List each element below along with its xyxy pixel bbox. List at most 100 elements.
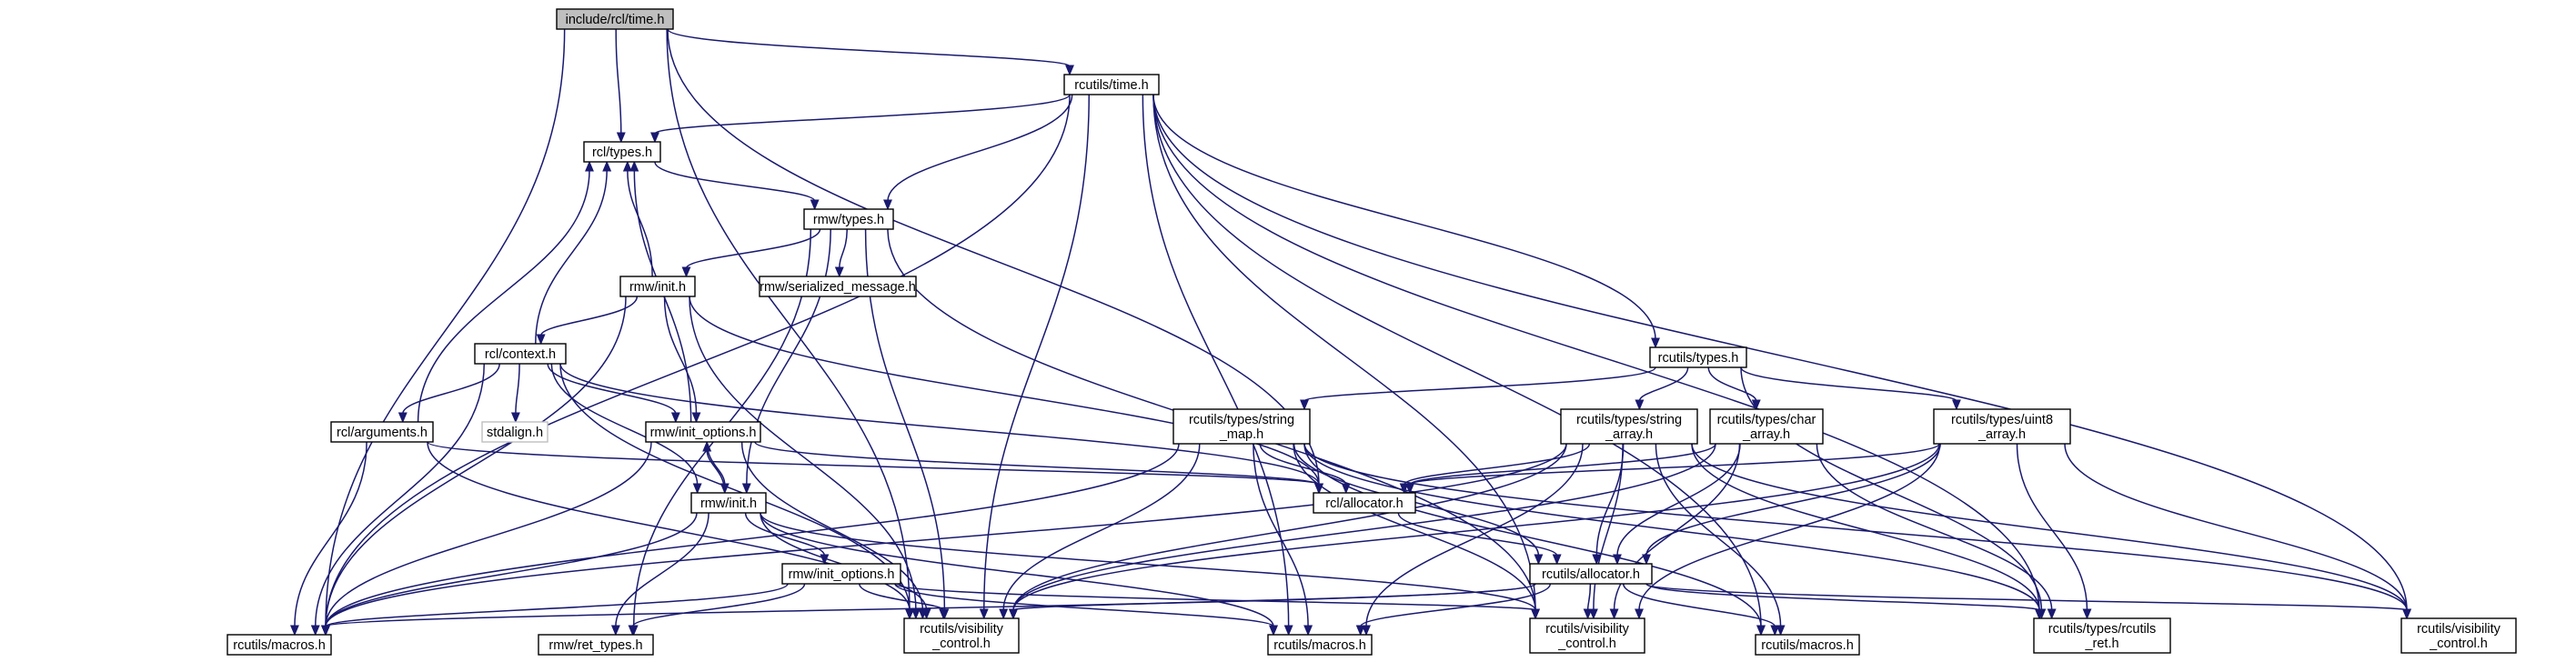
node-rcutils-types[interactable]: rcutils/types.h <box>1649 346 1747 368</box>
edge-line <box>402 363 500 415</box>
edge-line <box>427 441 1320 486</box>
edge-rmw_init-to-rcl_types <box>622 160 653 277</box>
edge-rcl_context-to-rcl_types <box>535 160 612 345</box>
edge-rcutils_types-to-char_array <box>1707 366 1761 411</box>
node-box <box>1313 492 1416 514</box>
node-rcutils-vis-c[interactable]: rcutils/visibility_control.h <box>1529 617 1645 654</box>
edge-arrowhead <box>1651 337 1660 349</box>
edge-line <box>1259 443 1347 486</box>
node-rcutils-macros-r[interactable]: rcutils/macros.h <box>1755 634 1860 656</box>
edge-line <box>1613 443 1741 611</box>
edge-line <box>1409 443 1716 486</box>
edge-line <box>1012 443 1940 611</box>
edge-arrowhead <box>1531 608 1540 620</box>
edge-arrowhead <box>1399 483 1409 495</box>
node-rcutils-vis-r[interactable]: rcutils/visibility_control.h <box>2400 617 2517 654</box>
node-box <box>1933 408 2071 445</box>
node-rmw-init-options2[interactable]: rmw/init_options.h <box>781 563 901 585</box>
edge-rcl_arguments-to-rcl_allocator <box>427 441 1323 495</box>
node-string-map[interactable]: rcutils/types/string_map.h <box>1172 408 1311 445</box>
edge-arrowhead <box>921 608 931 620</box>
node-rmw-serialized[interactable]: rmw/serialized_message.h <box>759 276 917 297</box>
node-box <box>481 421 548 443</box>
edge-string_map-to-rcutils_ret <box>1303 443 2044 620</box>
edge-rcutils_allocator-to-rcutils_ret <box>1645 583 2044 620</box>
edge-arrowhead <box>1951 399 1961 411</box>
edge-char_array-to-rcutils_ret <box>1816 443 2057 620</box>
node-label: rcutils/macros.h <box>1273 638 1366 653</box>
node-box <box>1649 346 1747 368</box>
edge-arrowhead <box>670 412 680 424</box>
node-rcutils-vis-l[interactable]: rcutils/visibility_control.h <box>903 617 1020 654</box>
node-rcl-allocator[interactable]: rcl/allocator.h <box>1313 492 1416 514</box>
node-char-array[interactable]: rcutils/types/char_array.h <box>1709 408 1824 445</box>
edge-char_array-to-rcutils_vis_c <box>1609 443 1741 620</box>
node-label: rcutils/types/char <box>1717 413 1816 427</box>
node-rcl-arguments[interactable]: rcl/arguments.h <box>330 421 434 443</box>
edge-line <box>667 28 1071 67</box>
edge-arrowhead <box>2082 608 2092 620</box>
node-rcl-types[interactable]: rcl/types.h <box>583 141 661 163</box>
node-rmw-types[interactable]: rmw/types.h <box>803 208 894 230</box>
node-stdalign[interactable]: stdalign.h <box>481 421 548 443</box>
edge-rcutils_allocator-to-rcutils_vis_r <box>1645 583 2411 620</box>
edge-uint8_array-to-rcutils_vis_c <box>1635 443 1941 620</box>
node-root[interactable]: include/rcl/time.h <box>556 8 674 30</box>
node-box <box>903 617 1020 654</box>
node-rmw-ret[interactable]: rmw/ret_types.h <box>538 634 654 656</box>
node-rmw-init[interactable]: rmw/init.h <box>619 276 696 297</box>
node-box <box>226 634 332 656</box>
node-rcutils-macros-c[interactable]: rcutils/macros.h <box>1267 634 1373 656</box>
edge-char_array-to-rcutils_allocator <box>1612 443 1741 566</box>
edge-arrowhead <box>628 625 638 637</box>
edge-line <box>615 512 709 627</box>
edge-rmw_types-to-rmw_serialized <box>834 228 848 278</box>
node-uint8-array[interactable]: rcutils/types/uint8_array.h <box>1933 408 2071 445</box>
edge-uint8_array-to-rcutils_ret <box>2016 443 2092 620</box>
edge-line <box>894 583 1274 627</box>
edge-arrowhead <box>1552 554 1562 566</box>
node-rmw-init-options[interactable]: rmw/init_options.h <box>645 421 761 443</box>
edge-line <box>663 296 698 415</box>
node-label: rcl/types.h <box>592 145 652 160</box>
node-rmw-init2[interactable]: rmw/init.h <box>690 492 767 514</box>
edge-line <box>859 583 944 611</box>
node-label: rmw/types.h <box>813 213 884 227</box>
node-box <box>1172 408 1311 445</box>
edge-line <box>1816 443 2053 611</box>
node-rcl-context[interactable]: rcl/context.h <box>474 343 567 365</box>
edge-rcutils_allocator-to-rcutils_vis_c <box>1583 583 1593 620</box>
node-label: _ret.h <box>2084 637 2118 651</box>
edge-arrowhead <box>741 483 751 495</box>
node-label: rmw/init.h <box>700 496 757 511</box>
edge-line <box>325 94 1071 627</box>
edge-rcl_types-to-rmw_types <box>654 161 820 211</box>
node-string-array[interactable]: rcutils/types/string_array.h <box>1560 408 1698 445</box>
edge-line <box>1586 583 1592 611</box>
edge-arrowhead <box>602 160 612 172</box>
edge-line <box>654 161 816 202</box>
edge-arrowhead <box>585 160 594 172</box>
edge-string_array-to-rcutils_vis_r <box>1691 443 2411 620</box>
edge-line <box>1655 443 1782 627</box>
node-rcutils-allocator[interactable]: rcutils/allocator.h <box>1529 563 1653 585</box>
edge-line <box>1707 366 1757 402</box>
edge-line <box>325 443 1567 627</box>
node-rcutils-macros-l[interactable]: rcutils/macros.h <box>226 634 332 656</box>
node-rcutils-time[interactable]: rcutils/time.h <box>1063 74 1160 95</box>
edge-rmw_types-to-rmw_init2 <box>741 228 831 495</box>
edge-line <box>550 363 699 486</box>
edge-line <box>1152 94 1656 340</box>
edge-arrowhead <box>650 132 659 144</box>
edge-line <box>2016 443 2088 611</box>
edge-rcl_context-to-stdalign <box>510 363 520 424</box>
edge-line <box>1152 94 2408 611</box>
edge-line <box>894 583 1536 611</box>
edge-arrowhead <box>1592 554 1602 566</box>
edge-string_map-to-rcutils_vis_l <box>999 443 1201 620</box>
node-rcutils-ret[interactable]: rcutils/types/rcutils_ret.h <box>2033 617 2171 654</box>
edge-line <box>1691 443 2040 611</box>
node-label: _map.h <box>1219 427 1263 442</box>
edge-rcutils_types-to-uint8_array <box>1740 366 1961 411</box>
edge-arrowhead <box>1770 625 1780 637</box>
